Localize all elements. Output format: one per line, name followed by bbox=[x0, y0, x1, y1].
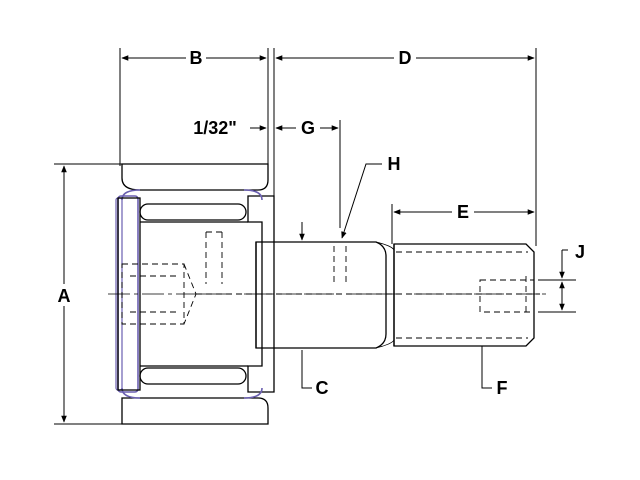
dimension-a: A bbox=[54, 163, 122, 425]
label-gap: 1/32" bbox=[193, 118, 237, 138]
dimension-d: D bbox=[273, 48, 537, 246]
label-a: A bbox=[58, 286, 71, 306]
label-h: H bbox=[388, 154, 401, 174]
dimension-e: E bbox=[391, 202, 535, 244]
leader-f: F bbox=[481, 346, 508, 398]
dimension-b: B bbox=[119, 48, 269, 166]
label-j: J bbox=[575, 242, 585, 262]
leader-h: H bbox=[341, 154, 401, 239]
label-e: E bbox=[457, 202, 469, 222]
dimension-g: G bbox=[275, 118, 341, 228]
stud-body bbox=[108, 197, 548, 391]
label-f: F bbox=[497, 378, 508, 398]
label-c: C bbox=[316, 378, 329, 398]
label-b: B bbox=[190, 48, 203, 68]
dimension-gap: 1/32" bbox=[193, 118, 267, 138]
dimension-j: J bbox=[538, 242, 585, 313]
leader-c: C bbox=[299, 222, 329, 398]
label-g: G bbox=[301, 118, 315, 138]
label-d: D bbox=[399, 48, 412, 68]
